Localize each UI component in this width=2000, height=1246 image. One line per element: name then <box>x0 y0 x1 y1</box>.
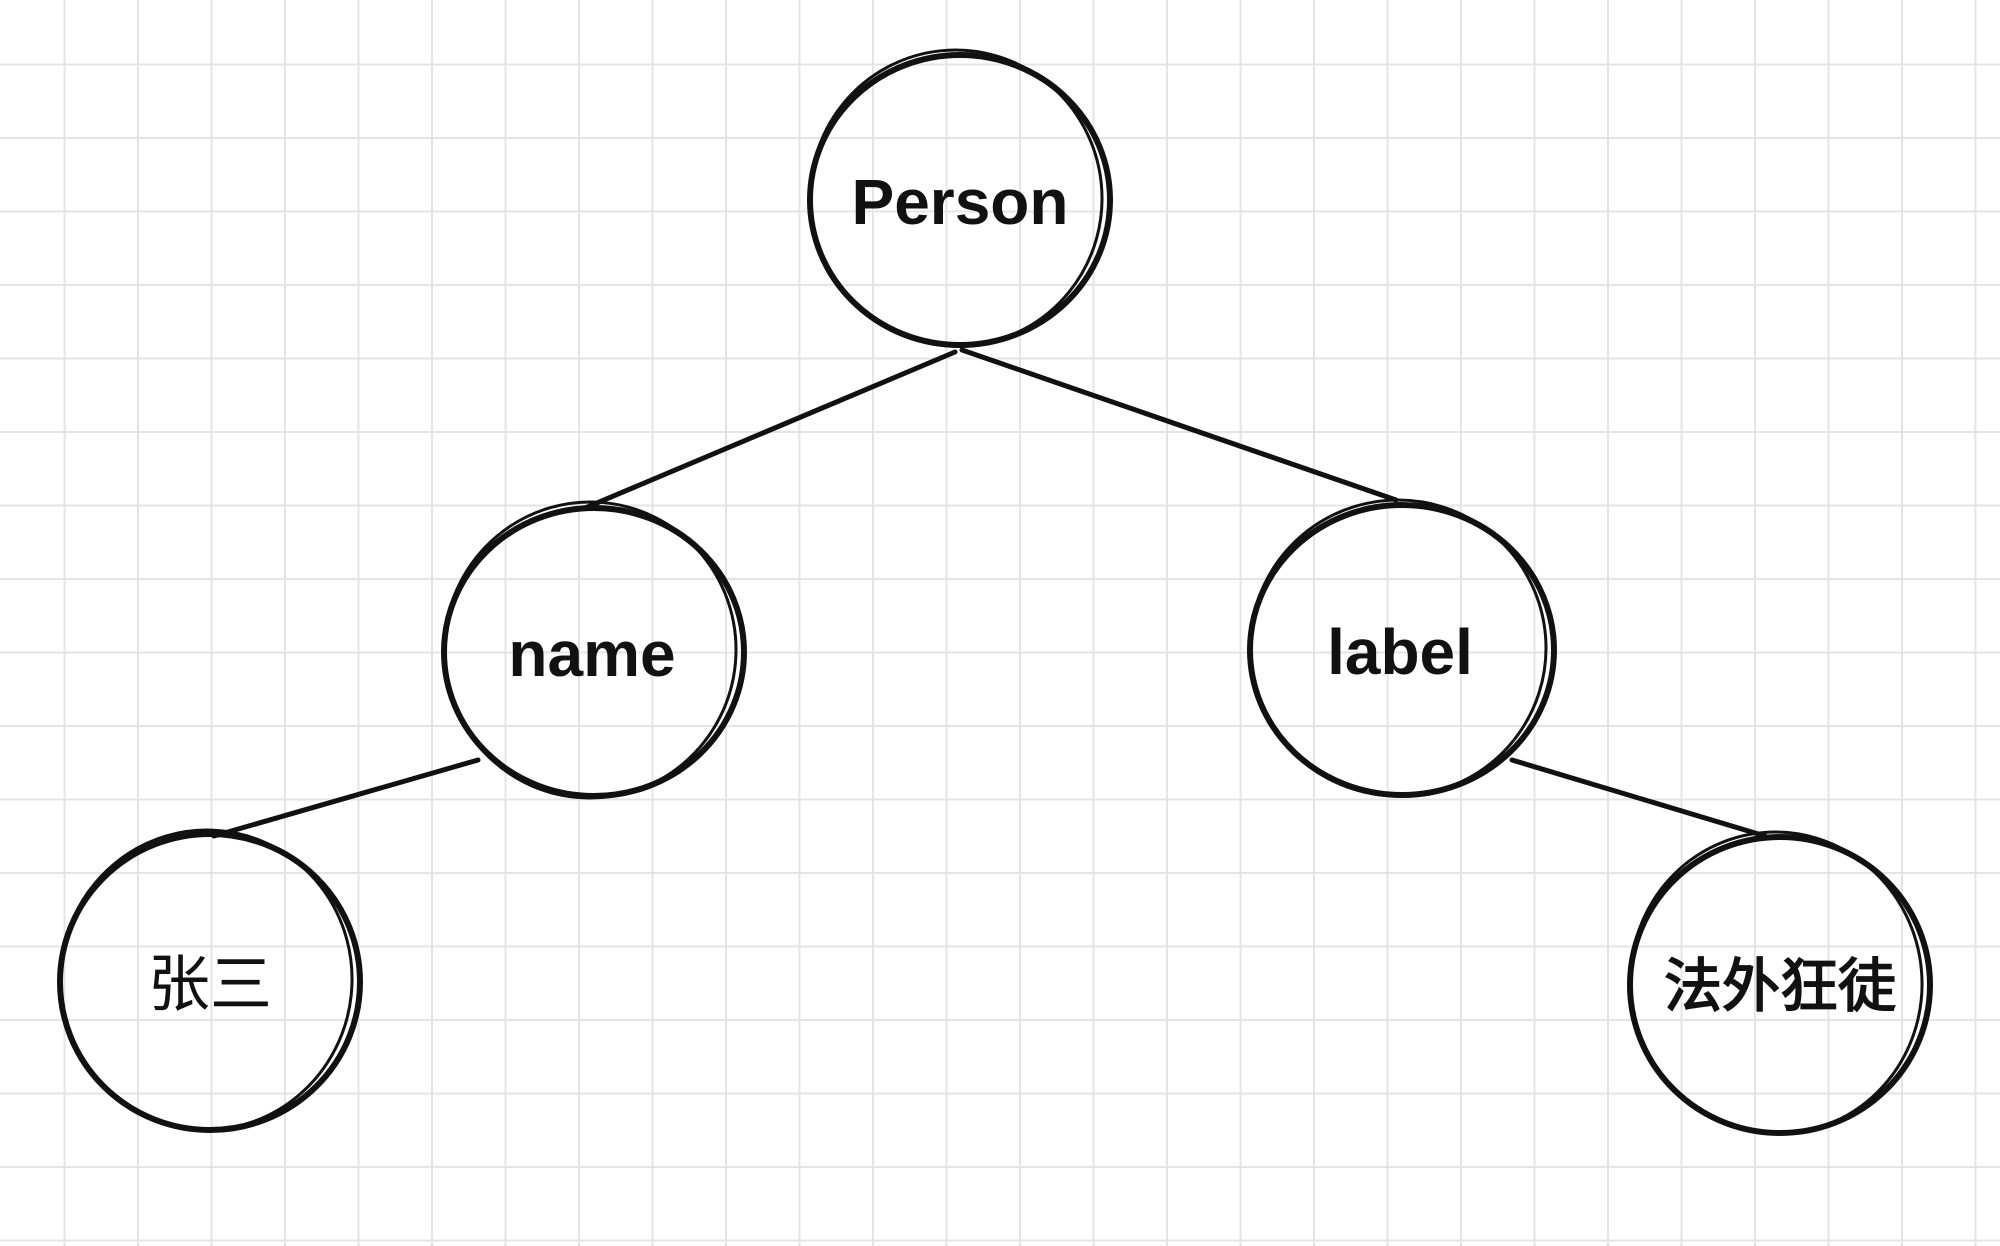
edge-person-name <box>582 349 958 511</box>
node-outlaw[interactable]: 法外狂徒 <box>1617 820 1934 1146</box>
edge-label-outlaw <box>1509 757 1768 839</box>
node-label-label: label <box>1327 616 1473 688</box>
node-name-label: name <box>508 618 675 690</box>
node-person-label: Person <box>852 166 1069 238</box>
node-zhangsan[interactable]: 张三 <box>45 816 367 1145</box>
edge-person-label <box>959 347 1399 503</box>
edge-name-zhangsan <box>211 757 481 839</box>
node-name[interactable]: name <box>432 490 749 810</box>
node-label[interactable]: label <box>1240 490 1557 806</box>
node-zhangsan-label: 张三 <box>148 948 272 1021</box>
node-person[interactable]: Person <box>795 36 1116 361</box>
node-outlaw-label: 法外狂徒 <box>1664 952 1897 1020</box>
